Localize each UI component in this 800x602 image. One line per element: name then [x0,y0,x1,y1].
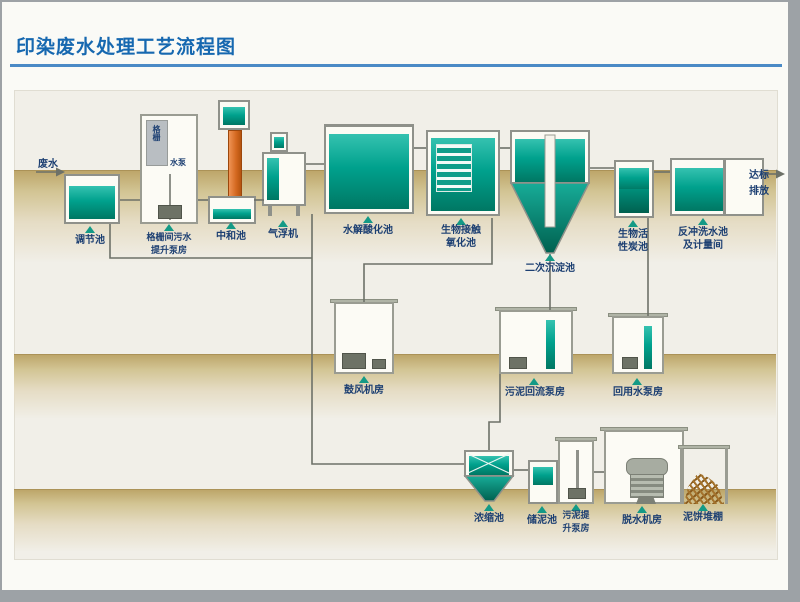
return-riser [546,320,555,369]
marker-blower-room [359,376,369,383]
neutralization-head-tank [218,100,250,130]
carbon-tank-water [619,168,649,190]
thickener-water [469,456,509,475]
contact-media-block [436,144,472,192]
label-reuse-water-pump-house: 回用水泵房 [613,387,663,398]
grid-pump-house: 格栅 水泵 [140,114,198,224]
marker-thickener [484,504,494,511]
dewatering-machine-hopper [636,496,656,504]
mud-shed-roof [678,445,730,449]
blower-room [334,302,394,374]
dewatering-room [604,430,684,504]
marker-regulating-tank [85,226,95,233]
label-dewatering-room: 脱水机房 [622,515,662,526]
reuse-pump [622,357,638,369]
marker-dewatering [637,506,647,513]
machine-leg-left [268,206,272,216]
page-title: 印染废水处理工艺流程图 [16,36,237,58]
marker-carbon-tank [628,220,638,227]
marker-backwash [698,218,708,225]
label-thickener: 浓缩池 [474,513,504,524]
carbon-bed [619,189,649,213]
blower-unit-2 [372,359,386,369]
regulating-tank-water [69,186,115,219]
neutralization-water [213,209,251,219]
marker-hydrolysis [363,216,373,223]
reuse-riser [644,326,652,369]
marker-return-pump [529,378,539,385]
label-activated-carbon-tank: 生物活性炭池 [618,229,648,253]
marker-air-flotation [278,220,288,227]
marker-mud-shed [698,504,708,511]
air-flotation-top-water [274,137,284,148]
neutralization-tank [208,196,256,224]
label-sludge-storage-tank: 储泥池 [527,515,557,526]
label-grid-pump-house: 格栅间污水提升泵房 [146,233,192,256]
title-divider [10,64,782,67]
pump-riser-pipe [169,174,171,220]
label-hydrolysis-tank: 水解酸化池 [343,225,393,236]
lift-pump [158,205,182,219]
label-blower-room: 鼓风机房 [344,385,384,396]
blower-unit [342,353,366,369]
label-influent: 废水 [38,159,58,170]
neutralization-column [228,130,242,198]
sludge-return-pump-house [499,310,573,374]
sludge-storage-water [533,467,553,485]
label-regulating-tank: 调节池 [75,235,105,246]
label-discharge: 达标排放 [749,170,769,197]
lift-riser [576,450,579,488]
label-sludge-return-pump-house: 污泥回流泵房 [505,387,565,398]
marker-grid-pump-house [164,224,174,231]
bar-screen-panel: 格栅 [146,120,168,166]
secondary-clarifier [510,130,590,184]
backwash-water [675,168,723,211]
air-flotation-top-tank [270,132,288,152]
marker-sludge-lift [571,504,581,511]
marker-clarifier [545,254,555,261]
sludge-lift-pump [568,488,586,499]
air-flotation-machine [262,152,306,206]
label-sludge-lift-pump-house: 污泥提升泵房 [562,511,590,534]
sludge-storage-tank [528,460,558,504]
marker-reuse-pump [632,378,642,385]
regulating-tank [64,174,120,224]
reuse-water-pump-house [612,316,664,374]
bar-screen-label: 格栅 [152,125,161,141]
backwash-metering-room [670,158,764,216]
label-mud-cake-shed: 泥饼堆棚 [683,512,723,523]
partition-wall [723,160,726,214]
machine-leg-right [296,206,300,216]
bio-contact-oxidation-tank [426,130,500,216]
label-secondary-clarifier: 二次沉淀池 [525,263,575,274]
page: 印染废水处理工艺流程图 格栅 水泵 [2,2,788,590]
clarifier-water [515,139,585,182]
marker-oxidation [456,218,466,225]
marker-neutralization [226,222,236,229]
pump-label: 水泵 [170,158,186,167]
shed-post-right [725,448,728,504]
label-backwash-metering: 反冲洗水池及计量间 [678,227,728,251]
thickener [464,450,514,477]
dewatering-machine-body [630,474,664,498]
air-flotation-column [267,158,279,200]
hydrolysis-water [329,134,409,209]
label-bio-oxidation-tank: 生物接触氧化池 [441,225,481,249]
hydrolysis-acidification-tank [324,124,414,214]
neutralization-head-water [223,107,245,125]
bio-activated-carbon-tank [614,160,654,218]
return-pump [509,357,527,369]
label-air-flotation: 气浮机 [268,229,298,240]
shed-post-left [680,448,683,504]
marker-sludge-storage [537,506,547,513]
sludge-lift-pump-house [558,440,594,504]
label-neutralization-tank: 中和池 [216,231,246,242]
